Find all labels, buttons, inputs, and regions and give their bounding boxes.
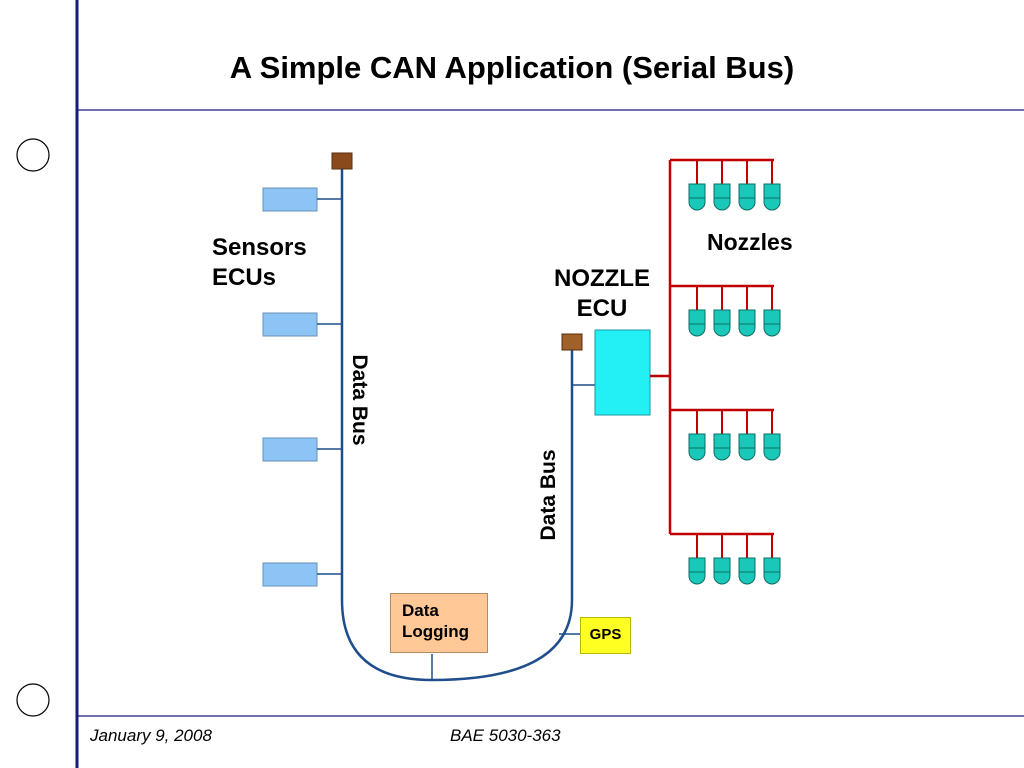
nozzle (713, 410, 731, 461)
sensors-ecus-label: Sensors ECUs (212, 233, 307, 293)
sensor-ecu-1 (262, 187, 342, 212)
nozzle-group-3 (688, 410, 781, 461)
nozzle (763, 534, 781, 585)
sensors-label-line1: Sensors (212, 234, 307, 261)
nozzle (713, 534, 731, 585)
bus-terminator-right (561, 333, 583, 351)
binder-hole-top (16, 138, 50, 172)
data-logging-line2: Logging (402, 622, 470, 641)
nozzles-label: Nozzles (707, 229, 793, 255)
nozzle-pipe-system (650, 158, 774, 536)
gps-box: GPS (580, 617, 631, 654)
sensor-ecu-3 (262, 437, 342, 462)
nozzle (688, 160, 706, 211)
sensor-ecu-2 (262, 312, 342, 337)
nozzle-ecu-label-line2: ECU (576, 295, 628, 322)
nozzle (688, 286, 706, 337)
nozzle (738, 410, 756, 461)
binder-hole-bottom (16, 683, 50, 717)
data-bus-label-left: Data Bus (348, 354, 371, 446)
nozzle (738, 160, 756, 211)
data-bus-label-right: Data Bus (537, 449, 560, 541)
nozzle (738, 534, 756, 585)
sensors-label-line2: ECUs (212, 264, 277, 291)
nozzle (688, 410, 706, 461)
nozzle (713, 160, 731, 211)
data-logging-box: Data Logging (390, 593, 488, 653)
nozzle-layer (688, 160, 781, 585)
nozzle-ecu-label: NOZZLE ECU (540, 264, 664, 324)
bus-terminator-left (331, 152, 353, 170)
nozzle (763, 410, 781, 461)
nozzle (713, 286, 731, 337)
nozzle-ecu-label-line1: NOZZLE (554, 265, 650, 292)
nozzle (763, 286, 781, 337)
nozzle (738, 286, 756, 337)
gps-label: GPS (589, 626, 622, 643)
nozzle-group-1 (688, 160, 781, 211)
nozzle-ecu-box (594, 329, 651, 416)
data-logging-line1: Data (402, 601, 439, 620)
footer-date: January 9, 2008 (90, 726, 212, 745)
slide-title: A Simple CAN Application (Serial Bus) (229, 50, 795, 85)
nozzle (763, 160, 781, 211)
nozzle-group-2 (688, 286, 781, 337)
nozzle-group-4 (688, 534, 781, 585)
footer-course: BAE 5030-363 (450, 726, 561, 745)
sensor-ecu-4 (262, 562, 342, 587)
nozzle (688, 534, 706, 585)
